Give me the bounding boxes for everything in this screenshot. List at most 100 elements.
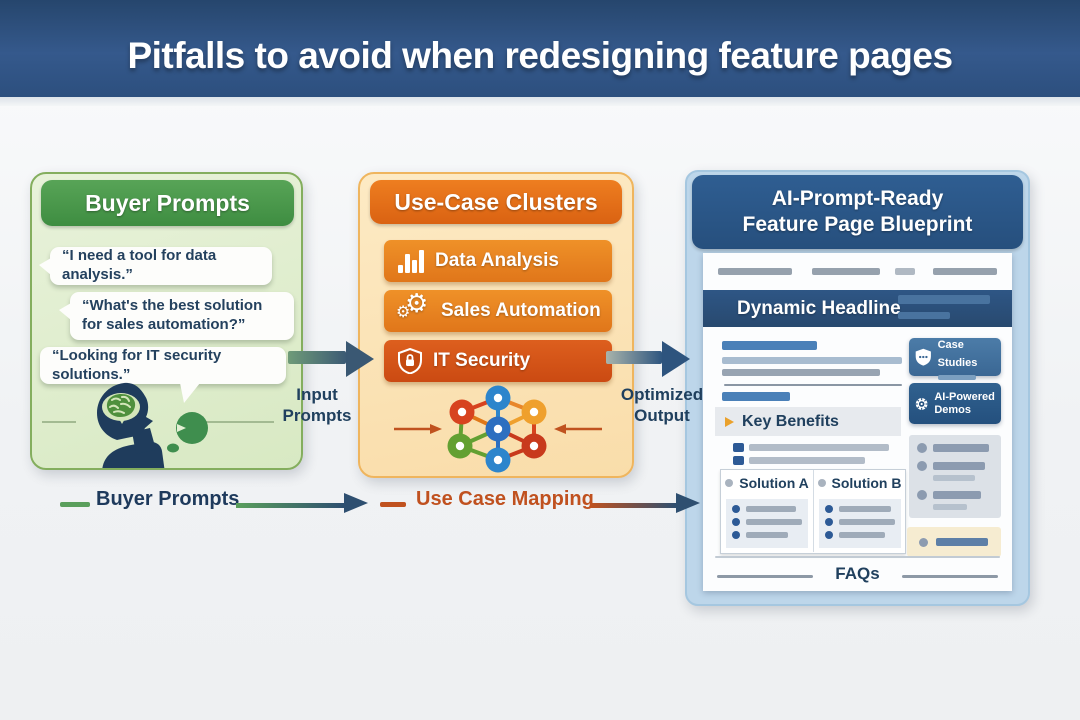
bullet-icon (917, 443, 927, 453)
nav-placeholder-bar (812, 268, 880, 275)
hero-placeholder-bar (898, 312, 950, 319)
feature-page-mockup: Dynamic Headline Key Benefits Solution A (703, 253, 1012, 591)
bullet-icon (732, 518, 740, 526)
decoration-line (42, 421, 76, 423)
blueprint-panel: AI-Prompt-Ready Feature Page Blueprint D… (685, 170, 1030, 606)
nav-placeholder-bar (895, 268, 915, 275)
text-placeholder-bar (722, 357, 902, 364)
text-placeholder-bar (722, 392, 790, 401)
cluster-item-label: Data Analysis (435, 250, 559, 271)
shield-icon (915, 348, 931, 366)
input-arrow-head (346, 341, 374, 377)
output-arrow-head (662, 341, 690, 377)
solution-b-label: Solution B (831, 475, 902, 491)
nav-placeholder-bar (933, 268, 997, 275)
text-placeholder-bar (839, 506, 891, 512)
cluster-item-label: IT Security (433, 350, 531, 371)
bullet-icon (732, 531, 740, 539)
flow-line (590, 503, 676, 508)
use-case-clusters-title: Use-Case Clusters (370, 180, 622, 224)
speech-bubble: “What's the best solution for sales auto… (59, 292, 294, 340)
seal-gear-icon (915, 397, 928, 410)
bar-chart-icon (398, 250, 424, 273)
hero-placeholder-bar (898, 295, 990, 304)
text-placeholder-bar (839, 532, 885, 538)
text-placeholder-bar (936, 538, 988, 546)
cluster-network-graph (394, 385, 602, 473)
flow-arrow-head (344, 493, 368, 513)
divider-line (724, 384, 902, 386)
input-prompts-label: Input Prompts (282, 385, 352, 425)
case-studies-label: Case Studies (937, 338, 978, 369)
flow-arrow-head (676, 493, 700, 513)
use-case-clusters-panel: Use-Case Clusters Data Analysis ⚙ ⚙ Sale… (358, 172, 634, 478)
bullet-icon (825, 518, 833, 526)
divider-line (715, 556, 1000, 558)
text-placeholder-bar (746, 506, 796, 512)
solution-b-column: Solution B (813, 470, 905, 552)
decoration-line (202, 421, 274, 423)
text-placeholder-bar (749, 457, 865, 464)
shield-lock-icon (398, 348, 422, 374)
key-benefits-band: Key Benefits (715, 407, 901, 436)
ai-demos-label: AI-Powered Demos (934, 390, 995, 416)
flow-step1-label: Buyer Prompts (96, 488, 240, 510)
bullet-icon (919, 537, 928, 547)
speech-bubble: “Looking for IT security solutions.” (40, 347, 286, 403)
output-arrow (606, 351, 662, 364)
text-placeholder-bar (722, 369, 880, 376)
decoration-line (717, 575, 813, 578)
highlight-card (907, 527, 1001, 557)
flow-dash (380, 502, 406, 507)
cluster-item-data-analysis: Data Analysis (384, 240, 612, 282)
bullet-icon (917, 490, 927, 500)
text-placeholder-bar (933, 491, 981, 499)
header-divider (0, 97, 1080, 106)
case-studies-card: Case Studies (909, 338, 1001, 380)
cluster-item-sales-automation: ⚙ ⚙ Sales Automation (384, 289, 612, 332)
flow-dash (60, 502, 90, 507)
buyer-prompts-panel: Buyer Prompts “I need a tool for data an… (30, 172, 303, 470)
text-placeholder-bar (933, 504, 967, 510)
dot-icon (725, 479, 734, 487)
bullet-icon (732, 505, 740, 513)
page-title: Pitfalls to avoid when redesigning featu… (127, 34, 953, 76)
flow-line (236, 503, 344, 508)
faqs-label: FAQs (835, 564, 880, 583)
text-placeholder-bar (722, 341, 817, 350)
dot-icon (817, 479, 826, 487)
solution-comparison-table: Solution A Solution B (720, 469, 906, 554)
bullet-icon (825, 531, 833, 539)
optimized-output-label: Optimized Output (620, 385, 704, 425)
bullet-icon (825, 505, 833, 513)
text-placeholder-bar (933, 475, 975, 481)
blueprint-title-line2: Feature Page Blueprint (742, 213, 973, 236)
cluster-item-it-security: IT Security (384, 340, 612, 382)
sidebar-list-card (909, 435, 1001, 518)
text-placeholder-bar (937, 374, 976, 380)
input-arrow (288, 351, 346, 364)
triangle-bullet-icon (725, 416, 734, 427)
text-placeholder-bar (749, 444, 889, 451)
title-banner: Pitfalls to avoid when redesigning featu… (0, 0, 1080, 97)
text-placeholder-bar (933, 462, 985, 470)
gears-icon: ⚙ ⚙ (396, 289, 429, 321)
flow-step2-label: Use Case Mapping (416, 488, 594, 510)
key-benefits-label: Key Benefits (742, 412, 839, 430)
cluster-item-label: Sales Automation (441, 300, 601, 321)
speaking-head-icon (97, 382, 208, 468)
decoration-line (902, 575, 998, 578)
nav-placeholder-bar (718, 268, 792, 275)
blueprint-title: AI-Prompt-Ready Feature Page Blueprint (692, 175, 1023, 249)
text-placeholder-bar (933, 444, 989, 452)
text-placeholder-bar (746, 519, 802, 525)
text-placeholder-bar (839, 519, 895, 525)
solution-a-column: Solution A (721, 470, 813, 552)
dynamic-headline: Dynamic Headline (737, 297, 901, 319)
bullet-square (733, 456, 744, 465)
hero-band: Dynamic Headline (703, 290, 1012, 327)
blueprint-title-line1: AI-Prompt-Ready (771, 187, 944, 210)
buyer-prompts-title: Buyer Prompts (41, 180, 294, 226)
text-placeholder-bar (746, 532, 788, 538)
speech-bubble: “I need a tool for data analysis.” (39, 247, 272, 285)
